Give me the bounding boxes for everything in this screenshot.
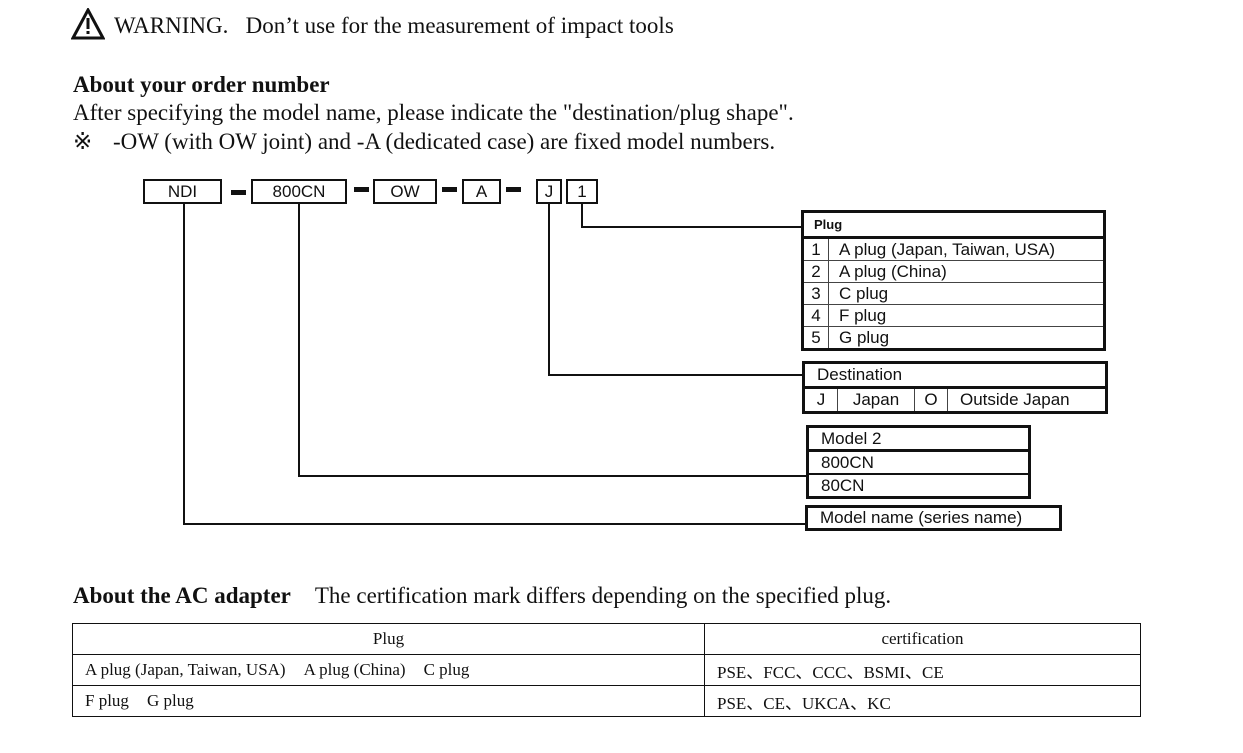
plug-type: F plug (85, 691, 129, 710)
model2-option: 80CN (821, 476, 865, 495)
order-instruction: After specifying the model name, please … (73, 100, 794, 125)
plug-connector (581, 204, 583, 228)
code-separator (506, 187, 521, 192)
plug-cell: F plug G plug (72, 685, 705, 717)
plug-type: A plug (China) (303, 660, 406, 679)
certification-cell: PSE、CE、UKCA、KC (704, 685, 1141, 717)
plug-type: A plug (Japan, Taiwan, USA) (85, 660, 286, 679)
code-separator (442, 187, 457, 192)
series-connector (183, 523, 806, 525)
code-part-plug: 1 (566, 179, 598, 204)
plug-label: C plug (828, 282, 1105, 305)
plug-code: 3 (802, 282, 829, 305)
plug-connector (581, 226, 802, 228)
ac-adapter-heading-line: About the AC adapter The certification ma… (73, 583, 891, 609)
code-part-series: NDI (143, 179, 222, 204)
code-part-case: A (462, 179, 501, 204)
code-part-ow: OW (373, 179, 437, 204)
destination-code: O (914, 387, 948, 413)
plug-type: C plug (423, 660, 470, 679)
warning-line: WARNING. Don’t use for the measurement o… (114, 13, 674, 39)
model2-table-header: Model 2 (807, 426, 1030, 452)
plug-code: 2 (802, 260, 829, 283)
destination-label: Japan (837, 387, 915, 413)
plug-label: G plug (839, 328, 890, 347)
warning-label: WARNING. (114, 13, 229, 38)
warning-triangle-icon (71, 8, 105, 40)
series-name-box: Model name (series name) (805, 505, 1062, 531)
plug-code: 1 (802, 237, 829, 261)
order-note-text: -OW (with OW joint) and -A (dedicated ca… (113, 129, 776, 154)
code-separator (354, 187, 369, 192)
model2-table: Model 2 800CN 80CN (806, 425, 1031, 499)
order-heading: About your order number (73, 72, 330, 97)
model2-connector (298, 204, 300, 477)
code-part-destination: J (536, 179, 562, 204)
certification-cell: PSE、FCC、CCC、BSMI、CE (704, 654, 1141, 686)
destination-connector (548, 374, 803, 376)
order-note: ※ -OW (with OW joint) and -A (dedicated c… (73, 129, 775, 155)
plug-label: A plug (China) (828, 260, 1105, 283)
plug-row: 5 G plug (802, 326, 1105, 350)
plug-cell: A plug (Japan, Taiwan, USA) A plug (China… (72, 654, 705, 686)
warning-text: Don’t use for the measurement of impact … (245, 13, 674, 38)
plug-label: A plug (Japan, Taiwan, USA) (828, 237, 1105, 261)
plug-table-header: Plug (802, 211, 1105, 239)
table-row: F plug G plug PSE、CE、UKCA、KC (72, 685, 1141, 717)
plug-code: 4 (802, 304, 829, 327)
destination-table: Destination J Japan O Outside Japan (802, 361, 1108, 414)
plug-code: 5 (802, 326, 829, 350)
destination-table-header: Destination (803, 362, 1107, 389)
code-part-model2: 800CN (251, 179, 347, 204)
code-separator (231, 190, 246, 195)
column-header-plug: Plug (72, 623, 705, 655)
plug-label: F plug (828, 304, 1105, 327)
destination-connector (548, 204, 550, 376)
destination-label: Outside Japan (960, 390, 1070, 409)
ac-adapter-note: The certification mark differs depending… (314, 583, 892, 608)
ac-adapter-table: Plug certification A plug (Japan, Taiwan… (72, 623, 1141, 717)
ac-adapter-heading: About the AC adapter (73, 583, 291, 608)
plug-type: G plug (146, 691, 194, 710)
column-header-certification: certification (704, 623, 1141, 655)
model2-option: 800CN (807, 450, 1030, 475)
ac-table-header-row: Plug certification (72, 623, 1141, 655)
destination-code: J (803, 387, 838, 413)
model2-connector (298, 475, 807, 477)
table-row: A plug (Japan, Taiwan, USA) A plug (China… (72, 654, 1141, 686)
series-connector (183, 204, 185, 525)
reference-mark: ※ (73, 129, 93, 154)
destination-row: J Japan O Outside Japan (803, 387, 1107, 413)
